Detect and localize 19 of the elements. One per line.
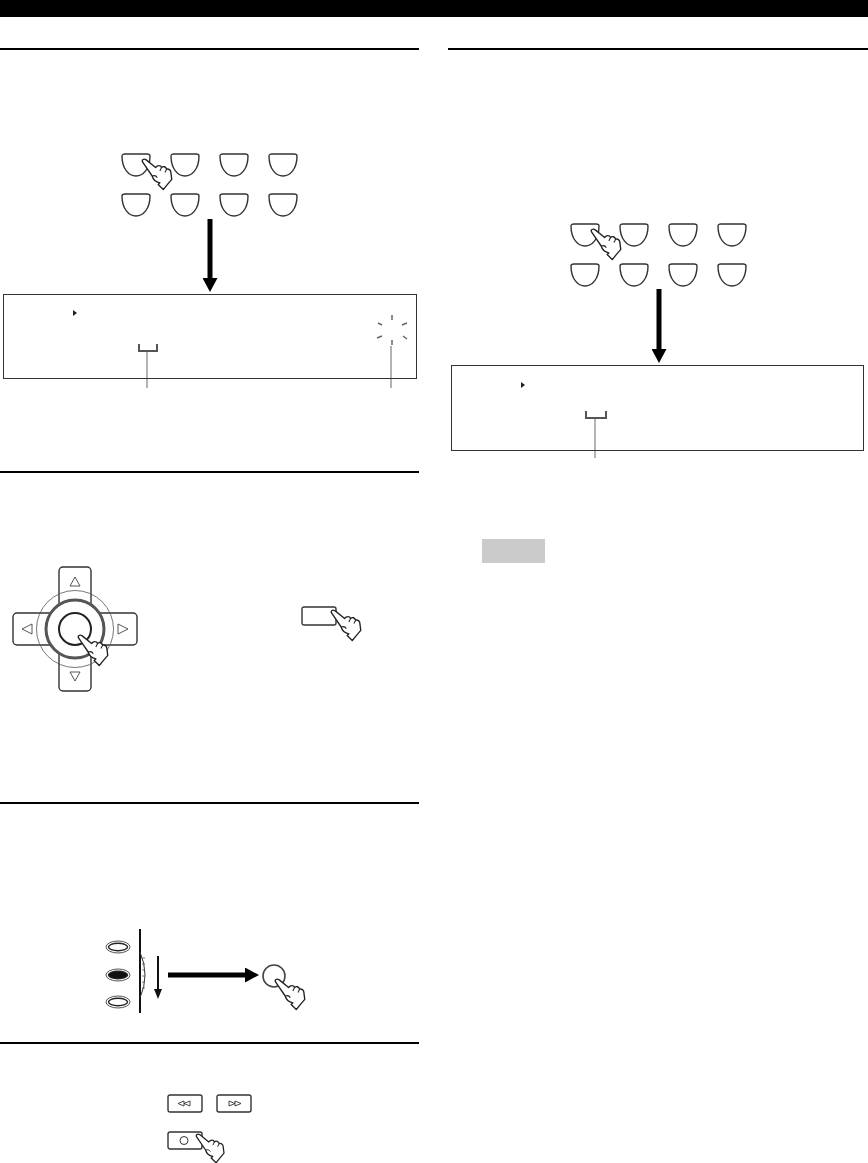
button-grid-drawing <box>570 223 748 287</box>
circle-button-press-drawing <box>167 1131 227 1163</box>
leader-line <box>146 350 148 389</box>
arrow <box>202 219 218 292</box>
bracket-mark <box>585 411 607 419</box>
bracket-mark <box>138 344 158 352</box>
arrow <box>168 967 259 983</box>
round-button-press-drawing <box>261 963 308 1011</box>
note-tag <box>482 539 545 563</box>
display-panel <box>3 294 417 379</box>
leader-line <box>594 417 596 459</box>
skip-buttons-drawing <box>167 1094 252 1114</box>
button-press-drawing <box>301 606 363 642</box>
blinking-rays-icon <box>374 313 410 347</box>
button-grid-drawing <box>121 153 299 217</box>
cursor-pad-drawing <box>12 566 138 692</box>
leader-line <box>390 345 392 389</box>
arrow <box>651 289 667 363</box>
display-panel <box>451 365 864 451</box>
